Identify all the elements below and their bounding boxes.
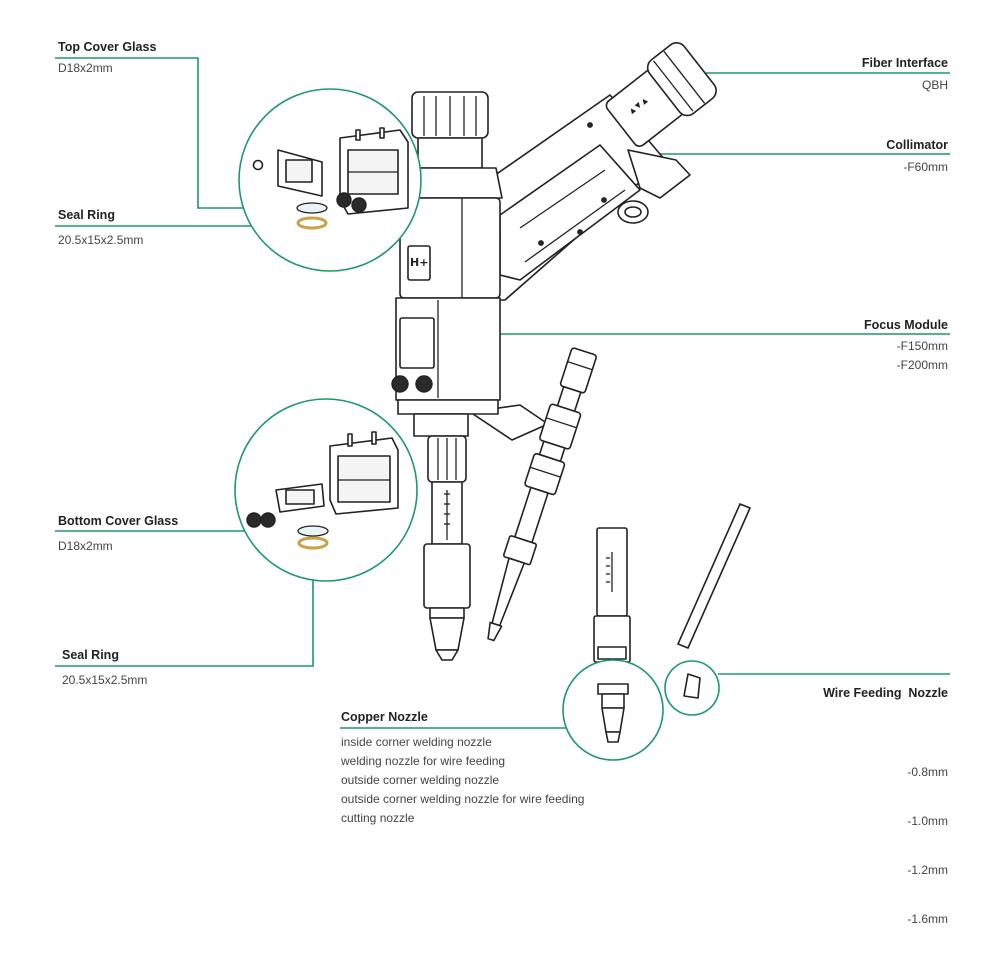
leader-lines (55, 57, 950, 729)
callout-title: Top Cover Glass (58, 40, 157, 54)
callout-spec: D18x2mm (58, 61, 113, 75)
callout-spec: -1.0mm (907, 814, 948, 828)
callout-title: Wire Feeding Nozzle (823, 686, 948, 700)
callout-top-cover-glass: Top Cover Glass D18x2mm (58, 40, 156, 76)
callout-title: Focus Module (863, 318, 948, 332)
callout-spec: D18x2mm (58, 539, 113, 553)
callout-title: Seal Ring (62, 648, 119, 662)
callout-spec: -F150mm (896, 339, 948, 353)
wire-rod (677, 503, 751, 649)
leader-seal-ring-bottom (55, 543, 314, 667)
callout-collimator: Collimator -F60mm (886, 138, 948, 175)
fiber-interface: ▲ ▼ ▲ (605, 42, 717, 148)
callout-spec: cutting nozzle (341, 811, 415, 825)
callout-spec: -0.8mm (907, 765, 948, 779)
callout-spec: QBH (921, 78, 948, 92)
callout-spec: outside corner welding nozzle (341, 773, 500, 787)
brand-logo: H+ (410, 256, 428, 269)
callout-bottom-cover-glass: Bottom Cover Glass D18x2mm (58, 514, 178, 554)
detail-top-cover-glass (238, 88, 422, 272)
detail-copper-nozzle (562, 659, 664, 761)
callout-spec: -1.2mm (907, 863, 948, 877)
callout-title: Bottom Cover Glass (58, 514, 179, 528)
callout-focus-module: Focus Module -F150mm -F200mm (864, 318, 948, 375)
detail-bottom-cover-glass (234, 398, 418, 582)
callout-spec: 20.5x15x2.5mm (62, 673, 148, 687)
callout-title: Seal Ring (58, 208, 115, 222)
nozzle-assembly (593, 527, 631, 663)
callout-fiber-interface: Fiber Interface QBH (862, 56, 948, 93)
callout-seal-ring-bottom: Seal Ring 20.5x15x2.5mm (62, 648, 147, 688)
welding-head-diagram: .o { fill: #ffffff; stroke: #222; stroke… (55, 42, 950, 761)
callout-spec: outside corner welding nozzle for wire f… (341, 792, 585, 806)
callout-title: Fiber Interface (861, 56, 948, 70)
callout-seal-ring-top: Seal Ring 20.5x15x2.5mm (58, 208, 143, 248)
callout-spec: welding nozzle for wire feeding (341, 754, 506, 768)
callout-title: Copper Nozzle (341, 710, 428, 724)
callout-copper-nozzle: Copper Nozzle inside corner welding nozz… (341, 710, 584, 828)
callout-spec: inside corner welding nozzle (341, 735, 492, 749)
callout-spec: 20.5x15x2.5mm (58, 233, 144, 247)
callout-wire-feeding-nozzle: Wire Feeding Nozzle -0.8mm -1.0mm -1.2mm… (823, 656, 948, 974)
wire-feeder (469, 347, 597, 642)
callout-title: Collimator (886, 138, 948, 152)
callout-spec: -F60mm (903, 160, 948, 174)
callout-spec: -F200mm (896, 358, 948, 372)
main-body: H+ (391, 91, 503, 661)
callout-spec: -1.6mm (907, 912, 948, 926)
detail-wire-feeding-nozzle (664, 660, 720, 716)
